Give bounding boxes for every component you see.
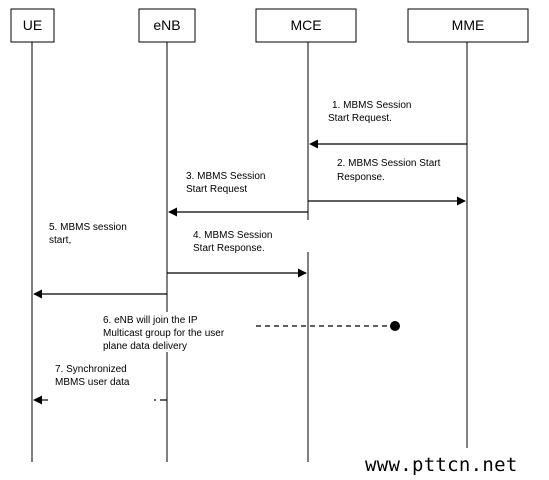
msg-1-line-2: Start Request.	[328, 113, 392, 124]
entity-ue-label: UE	[23, 17, 42, 33]
msg-6-background	[100, 312, 250, 352]
msg-4-line-2: Start Response.	[193, 243, 265, 254]
msg-2-line-1: 2. MBMS Session Start	[337, 158, 441, 169]
entity-ue: UE	[10, 8, 55, 43]
msg-4-line-1: 4. MBMS Session	[193, 230, 272, 241]
entity-mme: MME	[407, 8, 529, 43]
msg-3-line-2: Start Request	[186, 184, 247, 195]
msg-6-line-3: plane data delivery	[103, 341, 187, 352]
msg-2-line-2: Response.	[337, 172, 385, 183]
msg-7-line-2: MBMS user data	[55, 377, 130, 388]
msg-3-line-1: 3. MBMS Session	[186, 171, 265, 182]
watermark-background	[360, 448, 549, 480]
entity-mme-box	[407, 8, 529, 43]
entity-enb-box	[138, 8, 196, 43]
msg-5-line-1: 5. MBMS session	[49, 222, 127, 233]
watermark-text: www.pttcn.net	[365, 454, 518, 476]
msg-7-background	[50, 362, 145, 390]
msg-6-line-2: Multicast group for the user	[103, 328, 225, 339]
entity-enb: eNB	[138, 8, 196, 43]
msg-2-background	[310, 154, 460, 184]
entity-enb-label: eNB	[153, 17, 180, 33]
multicast-join-endpoint-dot	[390, 321, 400, 331]
entity-mme-label: MME	[452, 17, 485, 33]
entity-ue-box	[10, 8, 55, 43]
entity-mce: MCE	[255, 8, 357, 43]
msg-7-line-1: 7. Synchronized	[55, 364, 127, 375]
entity-mce-label: MCE	[290, 17, 321, 33]
msg-5-line-2: start,	[49, 235, 71, 246]
msg-6-line-1: 6. eNB will join the IP	[103, 315, 198, 326]
msg-4-lifeline-gap	[300, 220, 316, 252]
msg-1-line-1: 1. MBMS Session	[332, 100, 411, 111]
entity-mce-box	[255, 8, 357, 43]
